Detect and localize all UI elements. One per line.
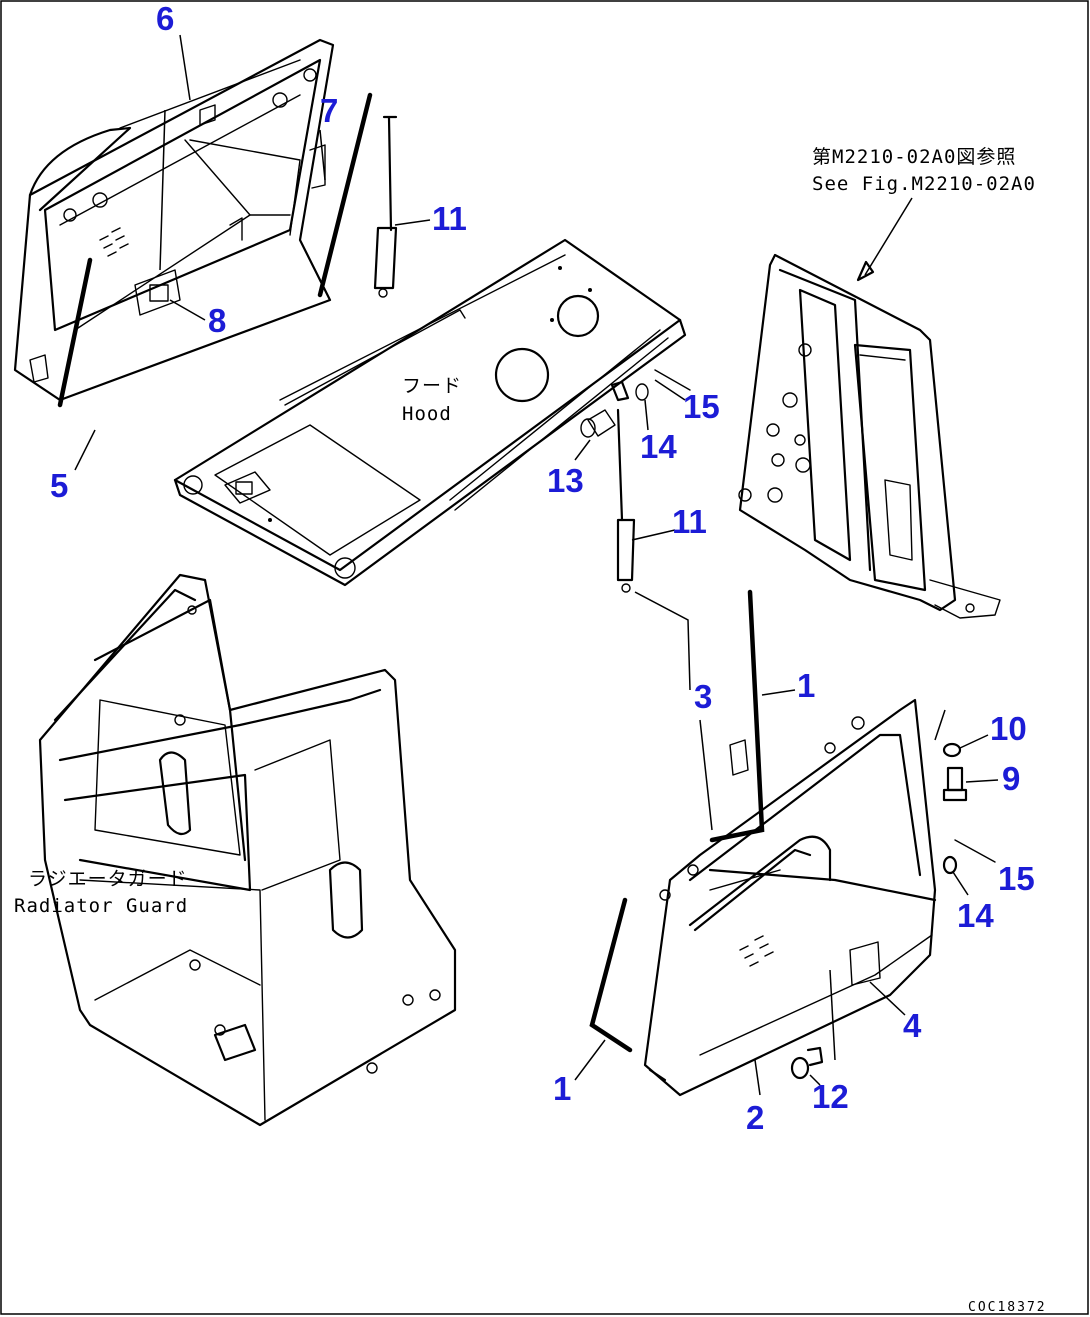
callout-9: 9 — [1002, 760, 1020, 797]
callout-1-upper: 1 — [797, 667, 815, 704]
reference-arrowhead — [856, 260, 875, 282]
drawing-code: COC18372 — [968, 1300, 1047, 1315]
reference-note-en: See Fig.M2210-02A0 — [812, 173, 1036, 195]
callout-2: 2 — [746, 1099, 764, 1136]
control-box-drawing — [738, 253, 1001, 619]
side-cover-upper-drawing — [13, 38, 373, 408]
callout-12: 12 — [812, 1078, 849, 1115]
radiator-guard-drawing — [38, 573, 457, 1127]
callout-11-upper: 11 — [432, 200, 467, 237]
hood-label-jp: フード — [402, 375, 462, 397]
callout-15-upper: 15 — [683, 388, 720, 425]
callout-4: 4 — [903, 1007, 922, 1044]
callout-15-lower: 15 — [998, 860, 1035, 897]
callout-3: 3 — [694, 678, 712, 715]
callout-1-lower: 1 — [553, 1070, 571, 1107]
side-cover-lower-drawing — [589, 589, 937, 1097]
callout-10: 10 — [990, 710, 1027, 747]
callout-7: 7 — [320, 92, 338, 129]
callout-11-lower: 11 — [672, 503, 707, 540]
hardware-parts — [790, 742, 996, 1080]
leader-lines — [74, 34, 999, 1096]
reference-leader — [864, 197, 913, 276]
hood-label-en: Hood — [402, 403, 452, 425]
gas-spring-lower — [580, 369, 691, 593]
callout-14-upper: 14 — [640, 428, 677, 465]
reference-note-jp: 第M2210-02A0図参照 — [812, 146, 1016, 168]
callout-5: 5 — [50, 467, 68, 504]
callout-8: 8 — [208, 302, 226, 339]
callout-13: 13 — [547, 462, 584, 499]
radiator-guard-label-jp: ラジエータガード — [28, 868, 188, 890]
gas-spring-upper — [373, 115, 398, 298]
radiator-guard-label-en: Radiator Guard — [14, 895, 188, 917]
hood-drawing — [173, 238, 687, 587]
callout-6: 6 — [156, 0, 174, 37]
callout-14-lower: 14 — [957, 897, 994, 934]
